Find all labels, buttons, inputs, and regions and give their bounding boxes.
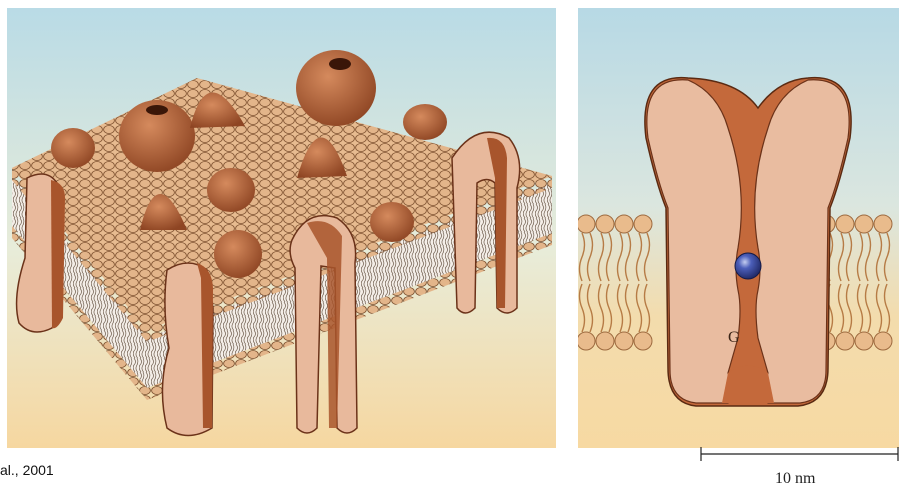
citation-text: al., 2001 — [0, 462, 54, 478]
protein-dome — [370, 202, 414, 242]
protein-dome — [207, 168, 255, 212]
membrane-block-panel — [7, 8, 556, 448]
blue-sphere-icon — [735, 253, 761, 279]
scale-bar-label: 10 nm — [775, 470, 815, 488]
membrane-block-figure — [7, 8, 556, 448]
protein-dome — [214, 230, 262, 278]
scale-bar — [700, 447, 899, 461]
channel-cross-section-figure: G — [578, 8, 899, 448]
protein-dome — [403, 104, 447, 140]
protein-dome — [51, 128, 95, 168]
channel-protein — [645, 78, 851, 406]
channel-cross-section-panel: G — [578, 8, 899, 448]
channel-label: G — [728, 329, 740, 346]
